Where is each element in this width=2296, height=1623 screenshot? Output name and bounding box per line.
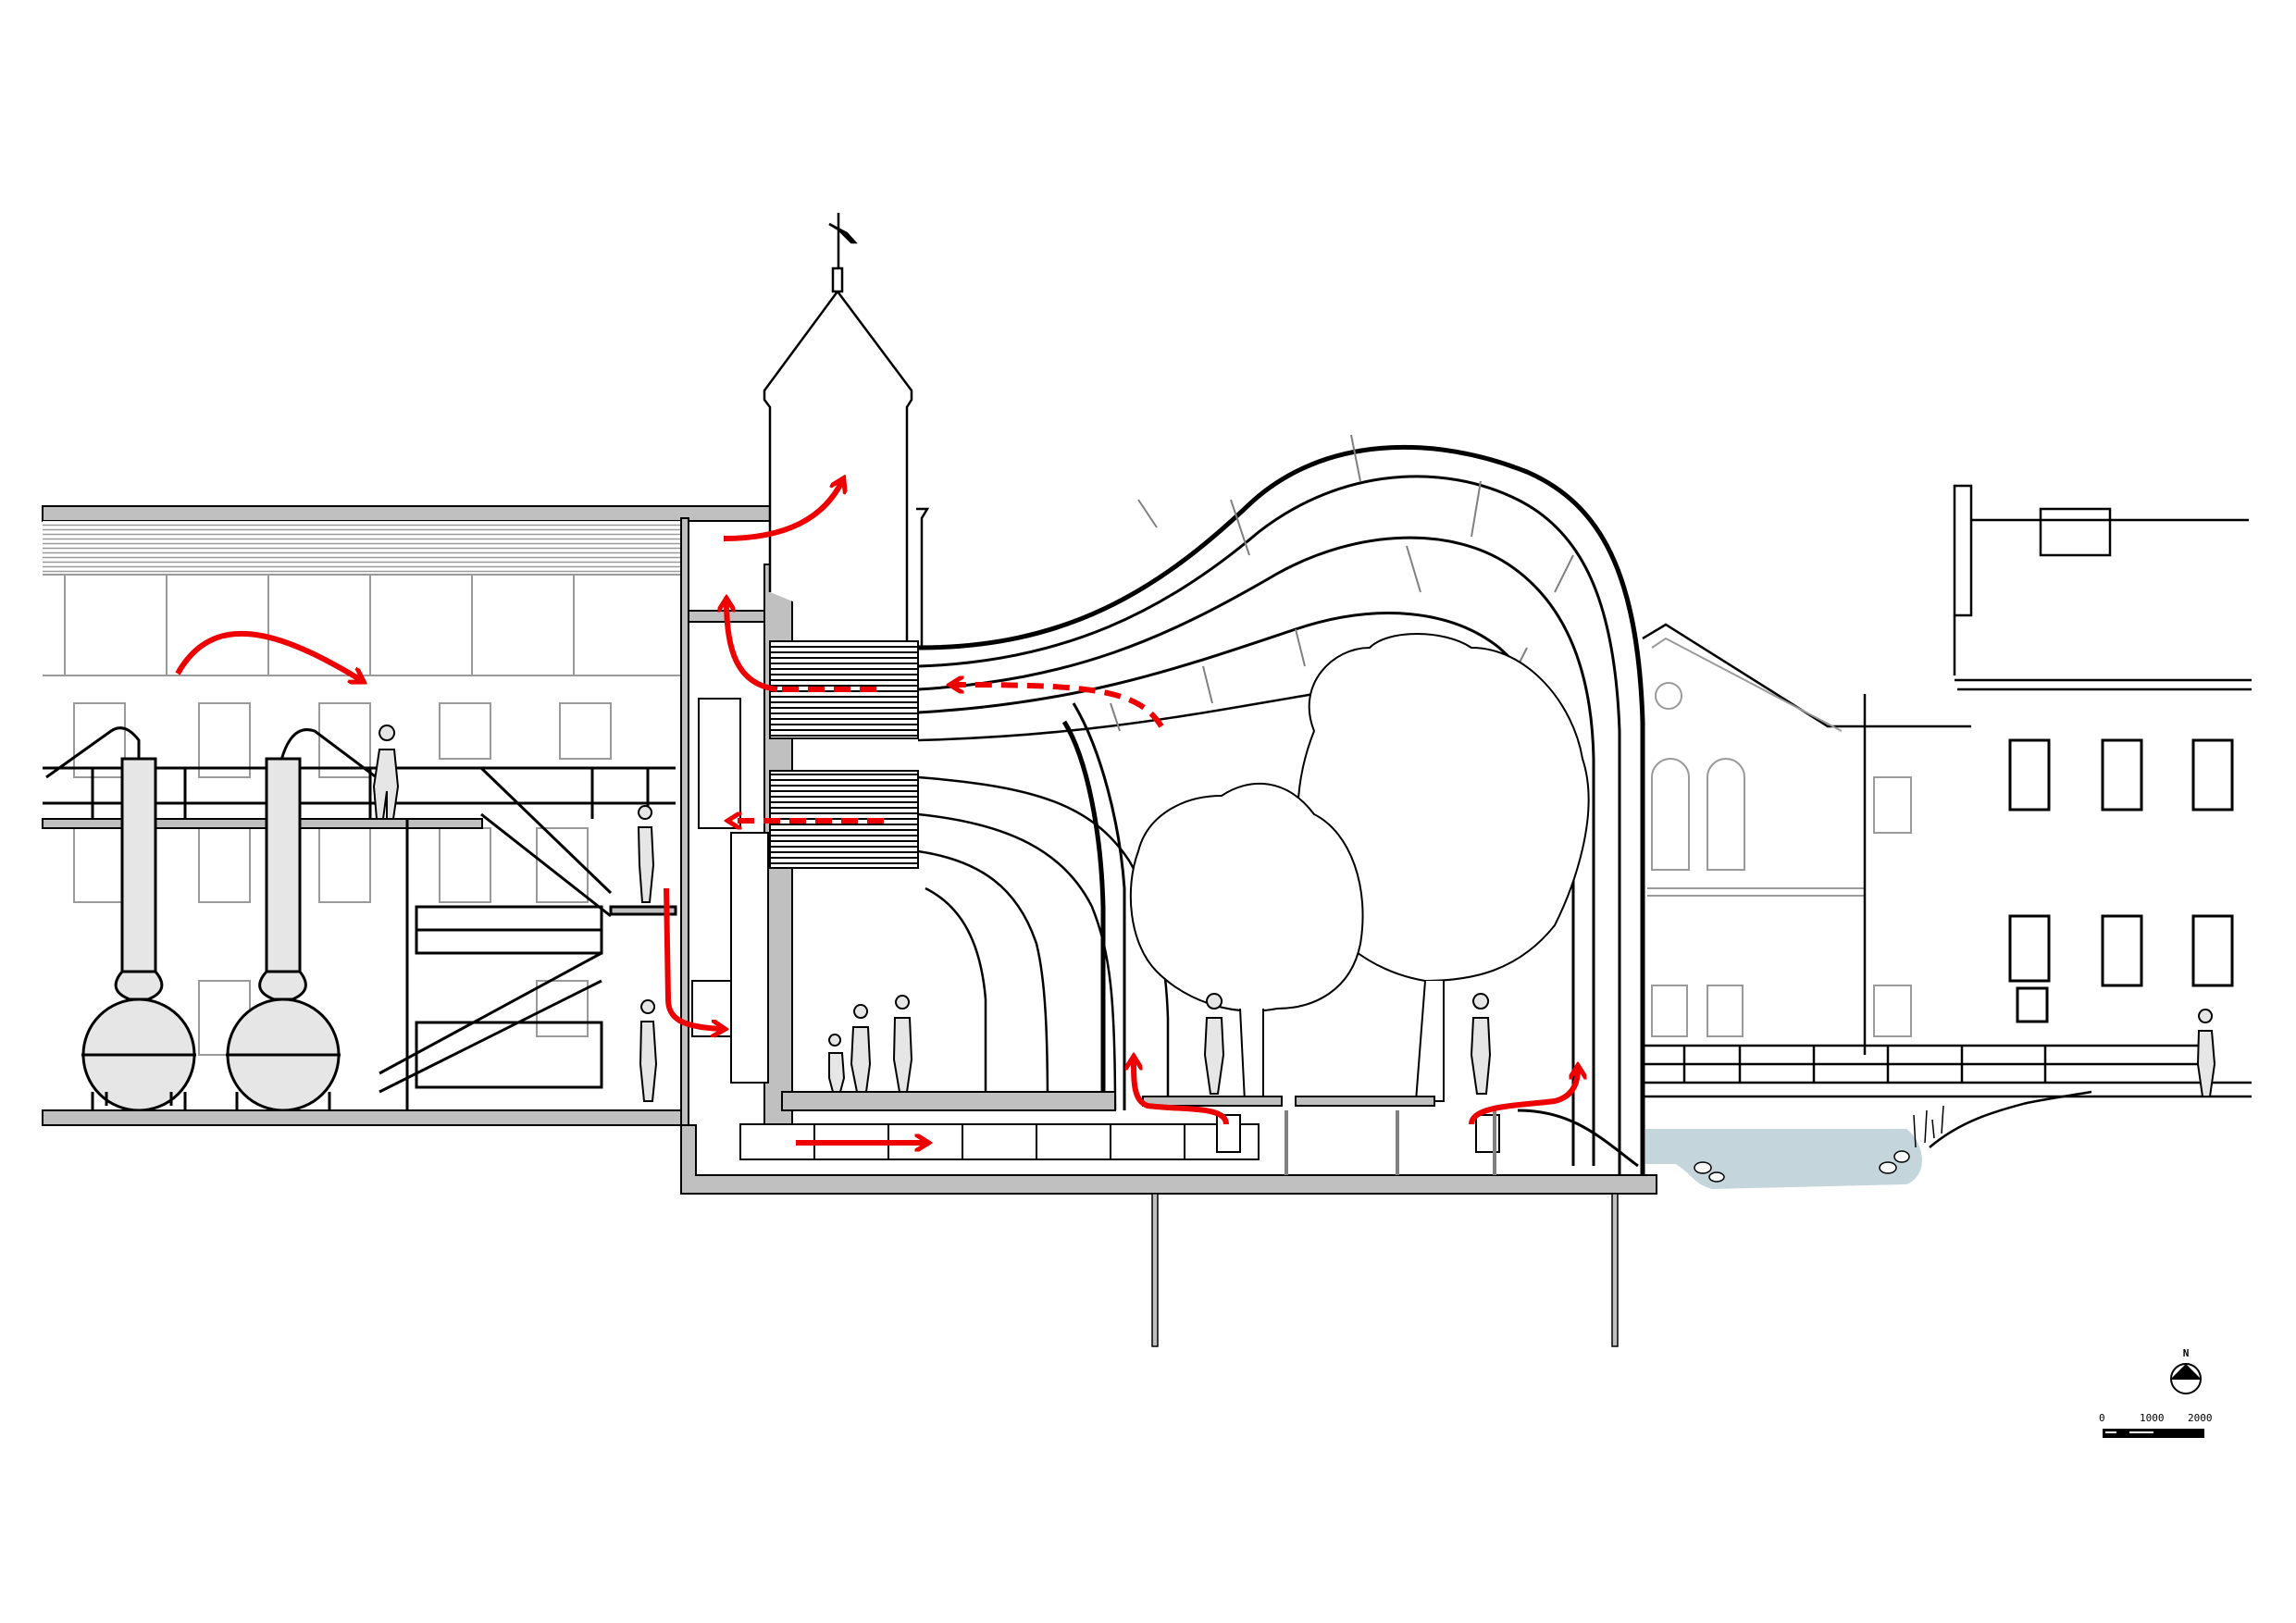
weather-vane-icon (828, 213, 858, 268)
airflow-arrow-a10 (1469, 1069, 1578, 1125)
tree-trunk-right (1414, 980, 1445, 1102)
airflow-arrows (175, 481, 1578, 1143)
chimney (1953, 484, 1973, 617)
scale-bar: 0 1000 2000 (2099, 1412, 2213, 1440)
airflow-arrow-a9 (1134, 1059, 1229, 1125)
mezzanine-floor (42, 818, 483, 829)
planters (1142, 1096, 1435, 1107)
ground-berm (1517, 1109, 1639, 1168)
water (1645, 1129, 1922, 1189)
reeds (1913, 1105, 1944, 1148)
clerestory (43, 574, 681, 676)
roof-box (2039, 507, 2112, 557)
stones (1694, 1150, 1910, 1183)
person-figures (828, 993, 1492, 1095)
still-house (42, 505, 771, 1126)
pot-still-1 (45, 726, 196, 1112)
tower-finial (831, 266, 844, 293)
pile-right (1611, 1193, 1619, 1347)
river (1645, 1009, 2216, 1189)
ahu-lower (730, 832, 769, 1084)
basement (680, 1091, 1657, 1347)
north-label: N (2182, 1347, 2190, 1359)
person-figure-riverside (2196, 1009, 2216, 1097)
tower (763, 213, 930, 648)
riverbank (1929, 1090, 2092, 1148)
tree-canopy-left (1129, 782, 1364, 1012)
north-arrow-icon (2170, 1363, 2202, 1394)
basement-wall (680, 1124, 1657, 1195)
drawing-legend: N 0 1000 2000 (2082, 1332, 2267, 1462)
airflow-arrow-a3 (726, 601, 778, 692)
ground-slab-left (42, 1109, 682, 1126)
scale-tick-1000: 1000 (2140, 1412, 2165, 1424)
tree-trunk-left (1239, 1008, 1264, 1102)
airflow-arrow-a1 (175, 630, 361, 680)
roof-battens (43, 521, 681, 575)
riverside-railing (1643, 1044, 2252, 1098)
roof-slab (42, 505, 771, 522)
airflow-arrow-a2 (723, 481, 842, 541)
glasshouse (828, 434, 1645, 1175)
glasshouse-floor (781, 1091, 1116, 1111)
core-wall-left (680, 517, 689, 1130)
scale-tick-2000: 2000 (2188, 1412, 2213, 1424)
north-arrow: N (2167, 1347, 2204, 1395)
oculus-window (1655, 682, 1682, 710)
scale-tick-0: 0 (2099, 1412, 2105, 1424)
gabled-building (1642, 623, 1971, 1037)
scale-bar-graphic (2103, 1429, 2204, 1438)
pile-left (1151, 1193, 1159, 1347)
stairs (379, 766, 677, 1110)
floor-vent-left (1216, 1114, 1241, 1153)
basement-duct (739, 1123, 1260, 1160)
downpipe (916, 507, 930, 648)
ahu-upper (698, 698, 741, 829)
person-figures (372, 725, 658, 1102)
three-storey-building (1863, 484, 2252, 1055)
pot-still-2 (226, 728, 390, 1112)
trees (1129, 633, 1590, 1102)
tower-body (763, 289, 913, 648)
airflow-arrow-a7 (664, 887, 722, 1029)
airflow-arrow-a5 (953, 685, 1164, 728)
